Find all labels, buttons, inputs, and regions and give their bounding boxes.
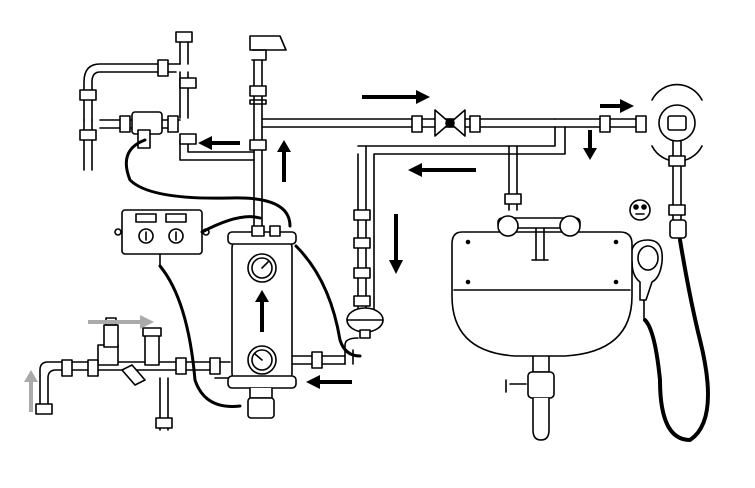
flow-arrows	[24, 90, 634, 412]
basin-mixer-tap	[497, 215, 581, 261]
shower-hose-connector	[669, 219, 687, 239]
isolation-valve	[434, 109, 466, 137]
arrow-top-right	[362, 90, 430, 104]
shower-hose	[643, 238, 710, 442]
arrow-heater-inlet-left	[306, 375, 352, 389]
pressure-reducing-valve	[97, 317, 119, 366]
arrow-heater-up	[255, 290, 269, 332]
arrow-shower-right	[600, 99, 634, 113]
cable	[124, 138, 362, 408]
inlet-valve	[142, 327, 162, 366]
vent-outlet	[249, 35, 287, 61]
arrow-inlet-up	[24, 370, 38, 412]
shower-head	[630, 239, 664, 321]
arrow-inlet-right	[88, 315, 154, 329]
control-box	[114, 209, 210, 267]
arrow-riser-up	[277, 140, 291, 182]
arrow-return-left	[408, 163, 476, 177]
top-left-loop-pipe	[83, 37, 255, 171]
shower-valve	[651, 83, 703, 163]
arrow-return-down	[389, 214, 403, 274]
arrow-tee-down	[583, 130, 597, 160]
arrow-valve-left	[198, 136, 240, 150]
pressure-gauge-top	[247, 253, 277, 283]
shower-wall-fitting	[629, 199, 651, 221]
wash-basin	[451, 231, 633, 357]
thermostatic-mixing-valve	[131, 31, 193, 149]
pressure-gauge-bottom	[247, 345, 277, 375]
pipe-fittings	[35, 59, 686, 429]
drain-trap	[505, 355, 555, 441]
strainer	[121, 364, 146, 386]
heater-top-fitting	[251, 225, 281, 237]
expansion-vessel	[346, 307, 384, 339]
